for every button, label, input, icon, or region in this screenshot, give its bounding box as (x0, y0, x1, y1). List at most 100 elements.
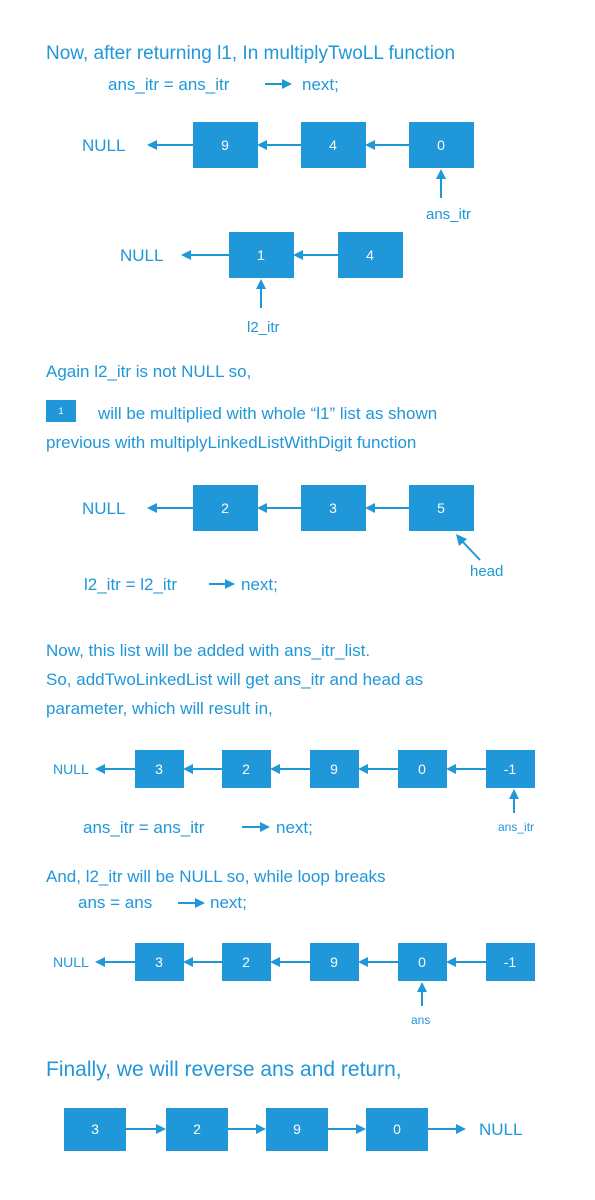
arrow-head (358, 764, 368, 774)
arrow-head (446, 957, 456, 967)
null-label-3: NULL (82, 499, 125, 518)
list1-node-2 (301, 122, 366, 168)
final-text: Finally, we will reverse ans and return, (46, 1058, 402, 1081)
list5-node-2 (222, 943, 271, 981)
ans-pointer-label: ans (411, 1013, 430, 1027)
list2-node-1 (229, 232, 294, 278)
ans-itr-pointer-label-1: ans_itr (426, 206, 471, 223)
null-label-5: NULL (53, 954, 89, 970)
arrow-head (147, 503, 157, 513)
arrow-head (456, 534, 467, 546)
list6-node-4-value: 0 (393, 1121, 401, 1137)
arrow-head (256, 1124, 266, 1134)
list4-node-3 (310, 750, 359, 788)
loop-break-text: And, l2_itr will be NULL so, while loop … (46, 867, 386, 886)
add-line-1: Now, this list will be added with ans_it… (46, 641, 370, 660)
list1-node-2-value: 4 (329, 137, 337, 153)
ans-code-next: next; (210, 893, 247, 912)
arrow-head (356, 1124, 366, 1134)
list4-node-2-value: 2 (242, 761, 250, 777)
list3-node-3 (409, 485, 474, 531)
arrow-head (183, 957, 193, 967)
arrow-head (95, 764, 105, 774)
list4-node-1-value: 3 (155, 761, 163, 777)
list1-node-1-value: 9 (221, 137, 229, 153)
list1-node-3-value: 0 (437, 137, 445, 153)
list3-node-2 (301, 485, 366, 531)
list6-node-1-value: 3 (91, 1121, 99, 1137)
list6-node-2 (166, 1108, 228, 1151)
list5-node-4 (398, 943, 447, 981)
list5-node-1 (135, 943, 184, 981)
l2-itr-code: l2_itr = l2_itr (84, 575, 177, 594)
null-label-6: NULL (479, 1120, 522, 1139)
arrow-head (95, 957, 105, 967)
list2-node-2-value: 4 (366, 247, 374, 263)
ans-itr-pointer-label-2: ans_itr (498, 820, 534, 834)
list6-node-2-value: 2 (193, 1121, 201, 1137)
arrow-head (358, 957, 368, 967)
arrow-head (446, 764, 456, 774)
digit-badge (46, 400, 76, 422)
arrow-head (293, 250, 303, 260)
null-label-1: NULL (82, 136, 125, 155)
list6-node-3-value: 9 (293, 1121, 301, 1137)
list4-node-5 (486, 750, 535, 788)
list5-node-5-value: -1 (504, 954, 517, 970)
arrow-head (183, 764, 193, 774)
list4-node-4-value: 0 (418, 761, 426, 777)
list6-node-1 (64, 1108, 126, 1151)
list3-node-2-value: 3 (329, 500, 337, 516)
l2-itr-code-next: next; (241, 575, 278, 594)
list5-node-5 (486, 943, 535, 981)
head-pointer-label: head (470, 563, 503, 580)
multiply-line-2: previous with multiplyLinkedListWithDigi… (46, 433, 416, 452)
arrow-head (270, 764, 280, 774)
add-line-2: So, addTwoLinkedList will get ans_itr an… (46, 670, 423, 689)
arrow-head (256, 279, 266, 289)
list5-node-3 (310, 943, 359, 981)
null-label-4: NULL (53, 761, 89, 777)
null-label-2: NULL (120, 246, 163, 265)
section1-title: Now, after returning l1, In multiplyTwoL… (46, 43, 455, 64)
list5-node-4-value: 0 (418, 954, 426, 970)
ans-code: ans = ans (78, 893, 152, 912)
arrow-head (365, 503, 375, 513)
ans-itr-code: ans_itr = ans_itr (83, 818, 205, 837)
multiply-line-1: will be multiplied with whole “l1” list … (97, 404, 437, 423)
connector-line (462, 541, 481, 561)
arrow-head (260, 822, 270, 832)
arrow-head (156, 1124, 166, 1134)
list6-node-4 (366, 1108, 428, 1151)
list5-node-3-value: 9 (330, 954, 338, 970)
l2-itr-pointer-label: l2_itr (247, 319, 280, 336)
list4-node-4 (398, 750, 447, 788)
list1-node-1 (193, 122, 258, 168)
arrow-head (365, 140, 375, 150)
add-line-3: parameter, which will result in, (46, 699, 273, 718)
arrow-head (282, 79, 292, 89)
arrow-head (417, 982, 427, 992)
list5-node-1-value: 3 (155, 954, 163, 970)
list4-node-3-value: 9 (330, 761, 338, 777)
list6-node-3 (266, 1108, 328, 1151)
list2-node-2 (338, 232, 403, 278)
list5-node-2-value: 2 (242, 954, 250, 970)
arrow-head (195, 898, 205, 908)
list2-node-1-value: 1 (257, 247, 265, 263)
arrow-head (147, 140, 157, 150)
section1-code: ans_itr = ans_itr (108, 75, 230, 94)
arrow-head (225, 579, 235, 589)
ans-itr-code-next: next; (276, 818, 313, 837)
arrow-head (436, 169, 446, 179)
list3-node-3-value: 5 (437, 500, 445, 516)
section1-code-next: next; (302, 75, 339, 94)
digit-badge-value: 1 (58, 406, 63, 416)
list3-node-1 (193, 485, 258, 531)
arrow-head (456, 1124, 466, 1134)
list4-node-5-value: -1 (504, 761, 517, 777)
arrow-head (509, 789, 519, 799)
list4-node-2 (222, 750, 271, 788)
